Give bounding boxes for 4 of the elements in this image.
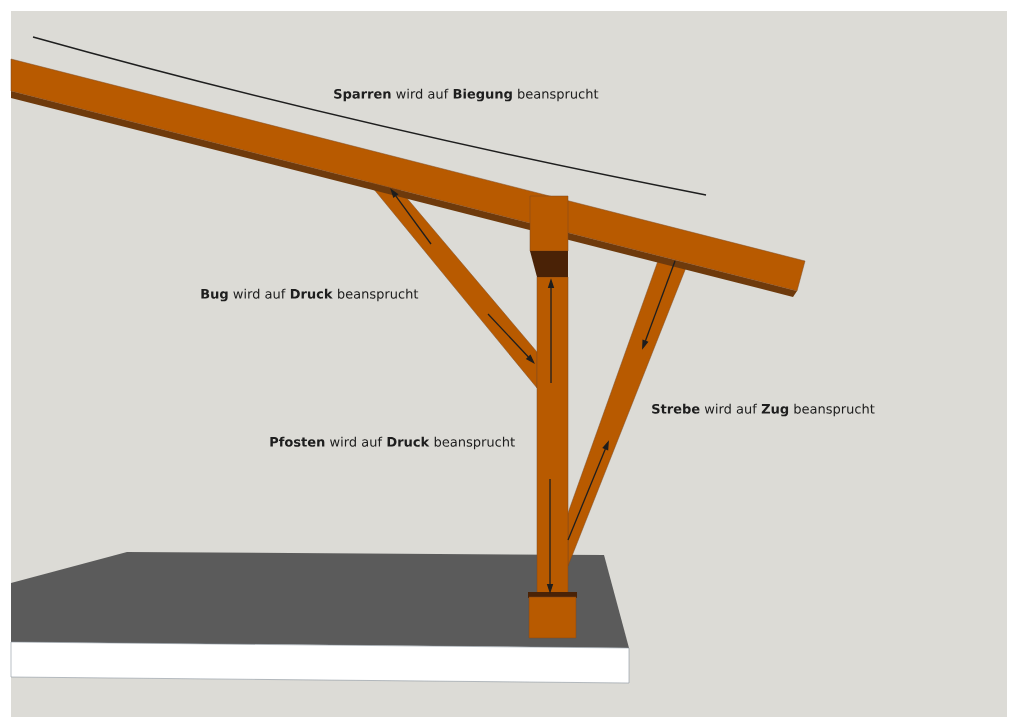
- annotation: Strebe wird auf Zug beansprucht: [652, 403, 875, 417]
- annotation: Bug wird auf Druck beansprucht: [201, 288, 419, 302]
- annotation: Pfosten wird auf Druck beansprucht: [270, 436, 515, 450]
- annotation: Sparren wird auf Biegung beansprucht: [334, 88, 599, 102]
